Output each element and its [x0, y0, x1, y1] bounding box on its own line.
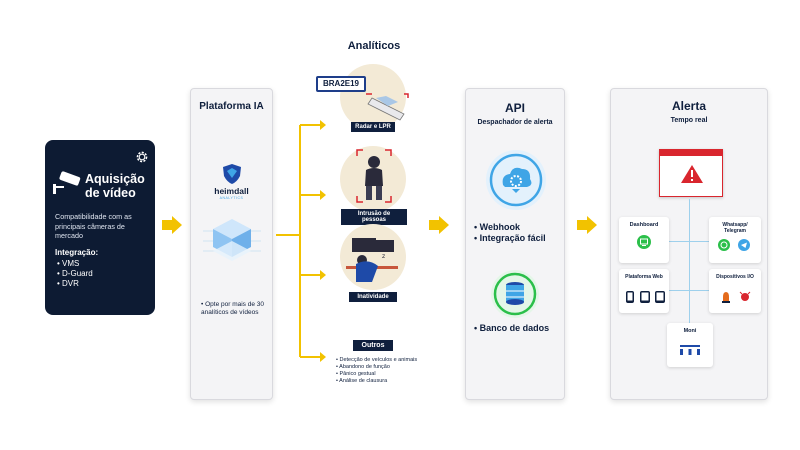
cloud-dispatch-icon	[486, 150, 546, 210]
channel-label: Whatsapp/ Telegram	[722, 222, 748, 234]
channel-label: Dispositivos I/O	[716, 274, 754, 280]
connector-line	[689, 199, 690, 329]
channel-label: Plataforma Web	[625, 274, 663, 280]
api-title: API	[504, 101, 525, 115]
database-icon	[491, 270, 539, 318]
shield-logo-icon	[223, 164, 241, 184]
acquisition-card: Aquisição de vídeo Compatibilidade com a…	[45, 140, 155, 315]
sleeping-worker-icon: z	[346, 238, 398, 282]
car-icon	[366, 93, 409, 121]
intruder-figure-icon	[356, 149, 392, 203]
other-analytic: • Pânico gestual	[336, 371, 376, 377]
analytic-label: Inatividade	[349, 292, 397, 302]
branch-arrow-icon	[300, 270, 326, 280]
platform-title: Plataforma IA	[199, 101, 264, 112]
channel-messaging[interactable]: Whatsapp/ Telegram	[709, 217, 761, 263]
gear-icon[interactable]	[135, 150, 149, 164]
integration-list: VMS D-Guard DVR	[57, 259, 93, 289]
channel-web[interactable]: Plataforma Web	[619, 269, 669, 313]
platform-note-text: Opte por mais de 30 analíticos de vídeos	[201, 301, 264, 316]
brand-name: heimdall	[214, 186, 249, 196]
connector-line	[657, 241, 719, 242]
analytics-title: Analíticos	[347, 40, 401, 52]
channel-label: Moni	[683, 328, 697, 334]
brand-subtitle: ANALYTICS	[219, 196, 244, 200]
flow-arrow-icon	[429, 216, 449, 234]
channel-moni[interactable]: Moni	[667, 323, 713, 367]
license-plate: BRA2E19	[316, 76, 366, 92]
analytic-label: Radar e LPR	[351, 122, 395, 132]
api-features: • Webhook • Integração fácil	[474, 222, 546, 244]
flow-arrow-icon	[162, 216, 182, 234]
connector-line	[299, 125, 301, 357]
connector-line	[276, 234, 300, 236]
others-list: • Detecção de veículos e animais • Aband…	[336, 357, 417, 385]
branch-arrow-icon	[300, 120, 326, 130]
channel-dashboard[interactable]: Dashboard	[619, 217, 669, 263]
others-label: Outros	[353, 340, 393, 351]
alert-title: Alerta	[671, 99, 706, 113]
devices-icon	[626, 291, 665, 303]
channel-io-devices[interactable]: Dispositivos I/O	[709, 269, 761, 313]
flow-arrow-icon	[577, 216, 597, 234]
acquisition-title: Aquisição de vídeo	[85, 172, 145, 200]
alert-card: Alerta Tempo real Dashboard Whatsapp/ Te…	[610, 88, 768, 400]
siren-icon	[722, 292, 730, 303]
compatibility-text: Compatibilidade com as principais câmera…	[55, 212, 132, 240]
other-analytic: • Abandono de função	[336, 364, 390, 370]
alert-subtitle: Tempo real	[670, 117, 708, 124]
alert-window-bar	[660, 150, 722, 156]
connector-line	[657, 290, 719, 291]
analytic-label: Intrusão de pessoas	[341, 209, 407, 225]
integration-item: VMS	[57, 259, 93, 269]
integration-item: D-Guard	[57, 269, 93, 279]
alarm-bell-icon	[739, 291, 751, 301]
api-feature: • Webhook	[474, 222, 520, 232]
svg-text:z: z	[382, 253, 385, 260]
other-analytic: • Análise de clausura	[336, 378, 388, 384]
api-card: API Despachador de alerta • Webhook • In…	[465, 88, 565, 400]
telegram-icon	[738, 239, 750, 251]
whatsapp-icon	[718, 239, 730, 251]
channel-label: Dashboard	[629, 222, 659, 228]
platform-note: • Opte por mais de 30 analíticos de víde…	[201, 301, 264, 316]
branch-arrow-icon	[300, 352, 326, 362]
integration-item: DVR	[57, 279, 93, 289]
other-analytic: • Detecção de veículos e animais	[336, 357, 418, 363]
monitor-icon	[637, 235, 651, 249]
warning-icon	[681, 165, 703, 183]
ai-chip-icon	[203, 219, 261, 261]
moni-logo-icon	[680, 345, 700, 355]
api-feature: • Integração fácil	[474, 233, 546, 243]
integration-label: Integração:	[55, 248, 99, 257]
database-label: • Banco de dados	[474, 323, 550, 333]
branch-arrow-icon	[300, 190, 326, 200]
alert-window	[659, 149, 723, 197]
api-subtitle: Despachador de alerta	[477, 119, 553, 126]
platform-card: Plataforma IA heimdall ANALYTICS • Opte …	[190, 88, 273, 400]
security-camera-icon	[53, 171, 81, 194]
radar-lpr-illustration	[340, 64, 406, 130]
